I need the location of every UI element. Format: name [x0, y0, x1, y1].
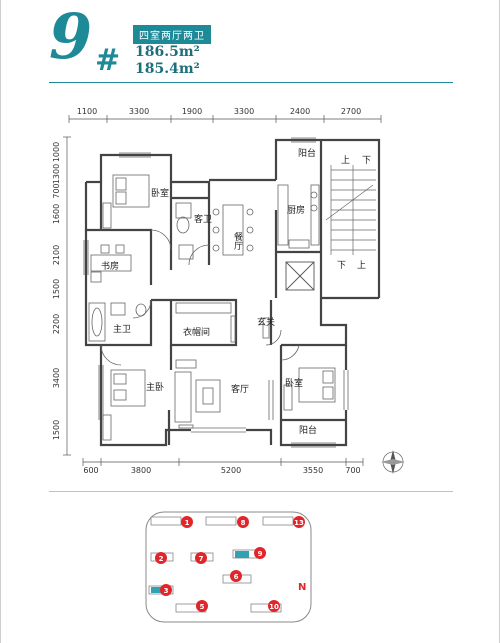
site-marker-13: 13: [294, 519, 304, 527]
dim-left-2: 1300: [52, 164, 61, 184]
label-closet: 衣帽间: [183, 326, 210, 338]
site-marker-10: 10: [269, 603, 279, 611]
dim-left-6: 1500: [52, 279, 61, 299]
dim-bottom-1: 600: [83, 466, 98, 475]
label-master-bath: 主卫: [113, 323, 131, 335]
label-stair-down-1: 下: [362, 156, 371, 166]
footer-rule: [49, 491, 453, 492]
bottom-dimensions: 600 3800 5200 3550 700: [83, 466, 360, 475]
label-living: 客厅: [231, 383, 249, 395]
dim-left-9: 1500: [52, 420, 61, 440]
windows: [83, 137, 349, 448]
label-stair-up-1: 上: [341, 155, 350, 166]
site-marker-3: 3: [164, 587, 169, 595]
dim-top-6: 2700: [341, 107, 361, 116]
dim-left-3: 700: [52, 183, 61, 198]
room-labels: 阳台 上 下 卧室 客卫 餐厅 厨房 下 上 书房 主卫 衣帽间 玄关 主卧 客…: [101, 147, 371, 436]
header-rule: [49, 82, 453, 83]
label-bedroom-top: 卧室: [151, 187, 169, 199]
dim-left-5: 2100: [52, 245, 61, 265]
stairs: [325, 165, 376, 255]
site-marker-5: 5: [200, 603, 205, 611]
dim-left-4: 1600: [52, 204, 61, 224]
label-stair-down-2: 下: [337, 261, 346, 271]
area-primary: 186.5m²: [135, 44, 200, 60]
label-study: 书房: [101, 260, 119, 272]
site-marker-labels: 1 8 13 2 7 9 6 3 5 10: [159, 519, 304, 611]
dim-left-8: 3400: [52, 368, 61, 388]
furniture: [88, 174, 336, 441]
area-secondary: 185.4m²: [135, 61, 200, 77]
label-balcony-top: 阳台: [298, 147, 316, 159]
site-markers: [155, 516, 305, 612]
dim-top-3: 1900: [182, 107, 202, 116]
site-marker-9: 9: [258, 550, 263, 558]
building-number: 9: [49, 0, 93, 73]
label-entrance: 玄关: [257, 316, 275, 328]
site-marker-7: 7: [199, 555, 204, 563]
dim-bottom-2: 3800: [131, 466, 151, 475]
label-bedroom-right: 卧室: [285, 377, 303, 389]
label-kitchen: 厨房: [287, 204, 305, 216]
left-dimensions: 1000 1300 700 1600 2100 1500 2200 3400 1…: [52, 142, 61, 440]
site-marker-6: 6: [234, 573, 239, 581]
site-marker-1: 1: [185, 519, 190, 527]
dim-top-1: 1100: [77, 107, 97, 116]
site-building-highlight: [235, 551, 249, 558]
dimension-lines: [63, 115, 382, 466]
elevator: [285, 261, 315, 291]
compass-icon: [381, 450, 405, 474]
building-hash: #: [95, 43, 121, 78]
dim-top-2: 3300: [129, 107, 149, 116]
label-guest-bath: 客卫: [194, 213, 212, 225]
site-marker-8: 8: [241, 519, 246, 527]
top-dimensions: 1100 3300 1900 3300 2400 2700: [77, 107, 361, 116]
site-marker-2: 2: [159, 555, 164, 563]
site-building-highlight-2: [151, 587, 161, 593]
label-master-bedroom: 主卧: [146, 381, 164, 393]
dim-left-1: 1000: [52, 142, 61, 162]
label-stair-up-2: 上: [357, 260, 366, 271]
dim-bottom-3: 5200: [221, 466, 241, 475]
dim-top-4: 3300: [234, 107, 254, 116]
dim-bottom-4: 3550: [303, 466, 323, 475]
layout-type-badge: 四室两厅两卫: [133, 25, 211, 44]
site-plan: 1 8 13 2 7 9 6 3 5 10 N: [145, 511, 312, 623]
dim-left-7: 2200: [52, 314, 61, 334]
label-balcony-bottom: 阳台: [299, 424, 317, 436]
site-north-label: N: [298, 582, 306, 593]
dim-bottom-5: 700: [345, 466, 360, 475]
walls: [84, 138, 381, 447]
dim-top-5: 2400: [290, 107, 310, 116]
label-dining: 餐厅: [232, 231, 243, 250]
